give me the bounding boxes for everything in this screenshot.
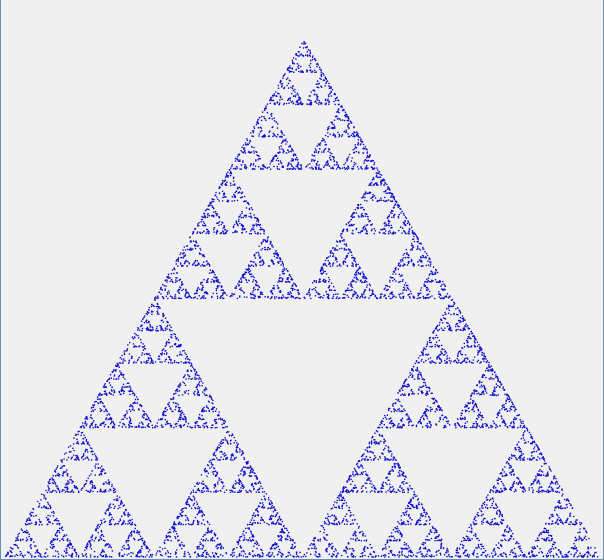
sierpinski-dots (5, 41, 599, 558)
